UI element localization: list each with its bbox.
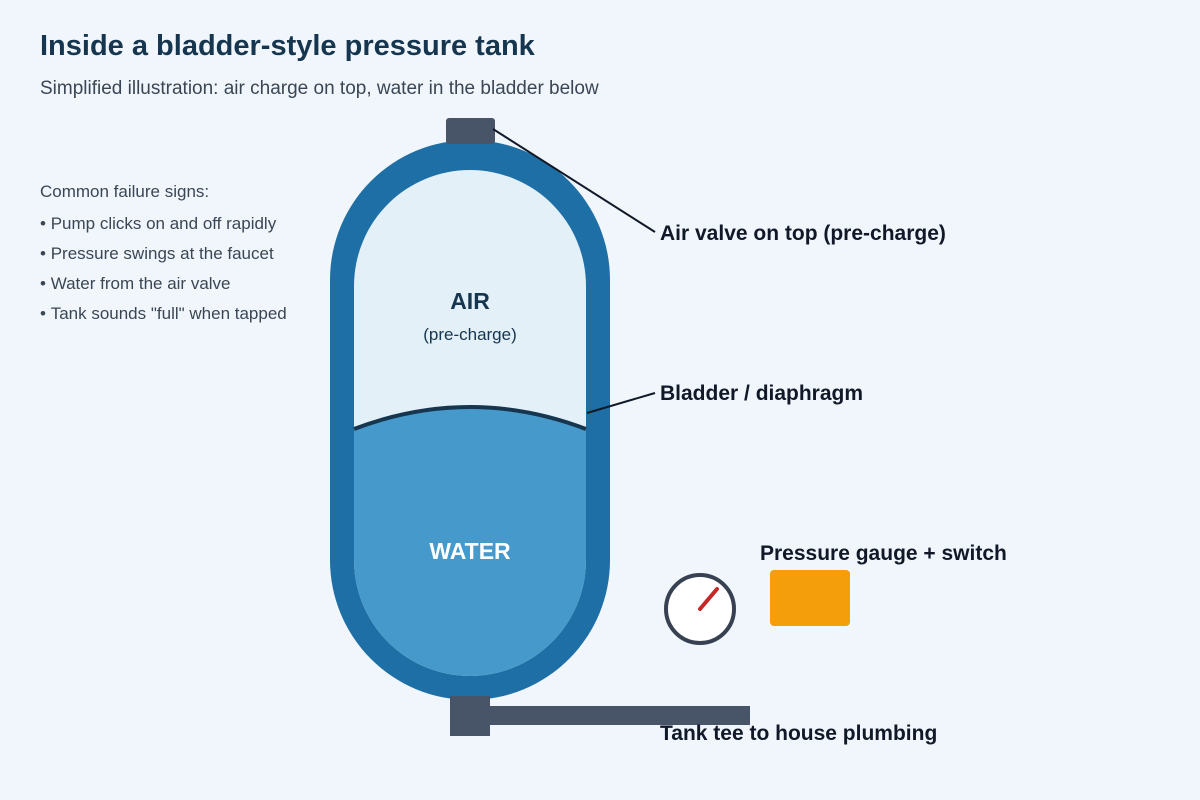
failure-sign-item: Tank sounds "full" when tapped [40, 303, 287, 333]
page-subtitle: Simplified illustration: air charge on t… [40, 78, 599, 99]
tank-interior [354, 170, 586, 676]
failure-signs-list: Pump clicks on and off rapidly Pressure … [40, 213, 287, 333]
failure-sign-item: Water from the air valve [40, 273, 287, 303]
water-label: WATER [429, 538, 511, 564]
air-label: AIR [450, 288, 490, 314]
air-valve-callout: Air valve on top (pre-charge) [660, 222, 946, 245]
air-valve-icon [446, 118, 495, 144]
water-chamber [354, 407, 586, 676]
tank-tee-icon [450, 696, 490, 736]
page-title: Inside a bladder-style pressure tank [40, 30, 535, 62]
gauge-switch-callout: Pressure gauge + switch [760, 542, 1007, 565]
air-sublabel: (pre-charge) [423, 325, 517, 344]
house-plumbing-pipe [489, 706, 750, 725]
gauge-needle [698, 587, 719, 611]
tank-tee-callout: Tank tee to house plumbing [660, 722, 937, 745]
bladder-callout: Bladder / diaphragm [660, 382, 863, 405]
failure-signs-heading: Common failure signs: [40, 182, 210, 201]
air-valve-leader-line [492, 128, 656, 233]
failure-sign-item: Pressure swings at the faucet [40, 243, 287, 273]
pressure-gauge-icon [664, 573, 736, 645]
failure-signs-panel: Common failure signs: Pump clicks on and… [40, 182, 287, 333]
failure-sign-item: Pump clicks on and off rapidly [40, 213, 287, 243]
bladder-leader-line [586, 392, 656, 414]
bladder-membrane [353, 405, 587, 431]
pressure-switch-icon [770, 570, 850, 626]
